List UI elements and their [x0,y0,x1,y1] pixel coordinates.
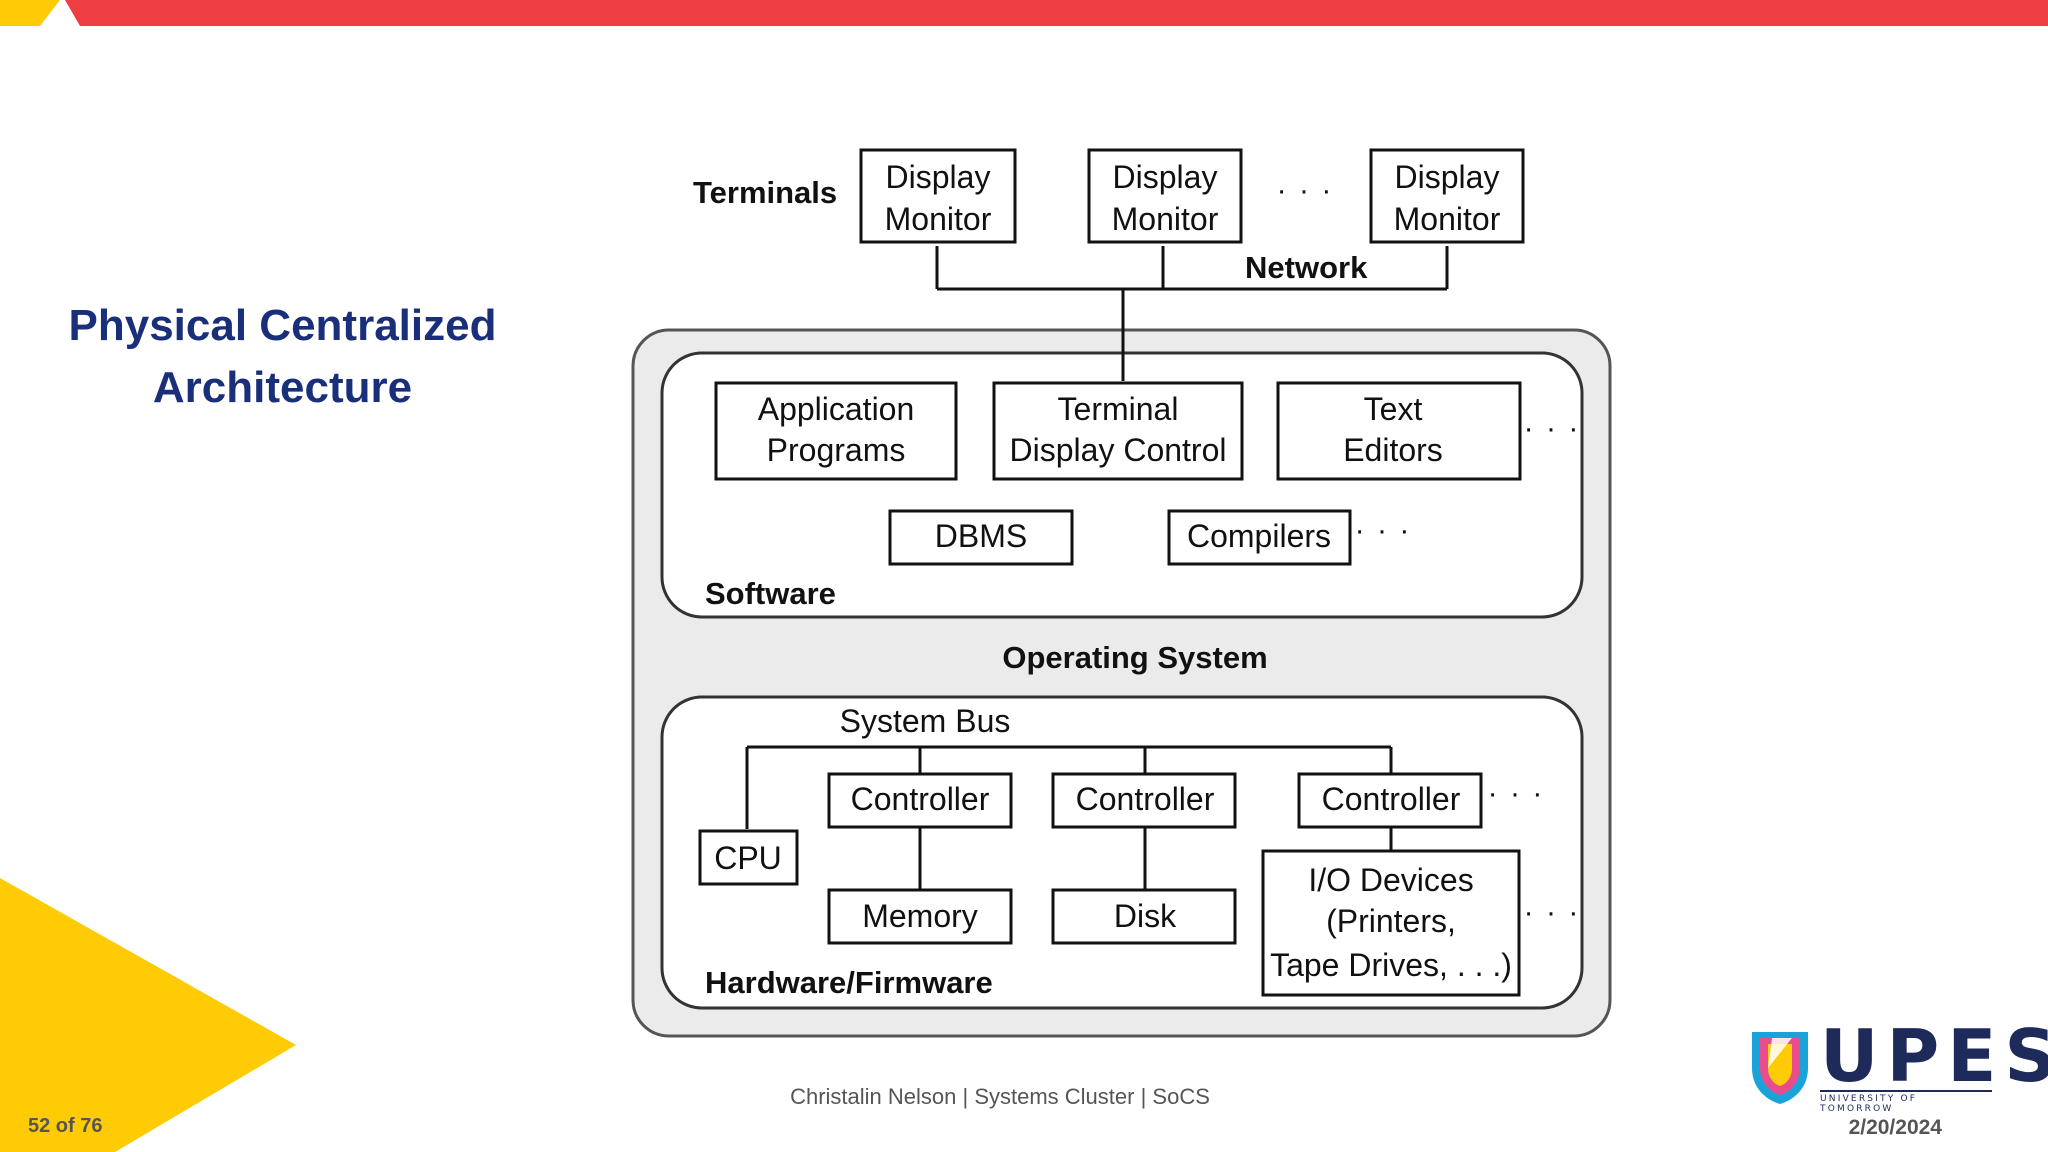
system-bus-lines [745,745,1393,890]
display-monitor-1-line-1: Display [886,159,991,195]
logo-wordmark: UPES [1820,1014,2048,1098]
terminals-label: Terminals [693,175,837,210]
terminal-display-control-line-1: Terminal [1058,391,1179,427]
slide-date: 2/20/2024 [1848,1116,1942,1139]
application-programs-line-1: Application [758,391,915,427]
controller-2-label: Controller [1076,781,1215,817]
software-row2-ellipsis: · · · [1355,514,1412,547]
display-monitor-2: Display Monitor [1087,148,1243,244]
display-monitor-1-line-2: Monitor [885,201,992,237]
terminal-display-control-box: Terminal Display Control [992,381,1244,481]
disk-box: Disk [1051,888,1237,945]
controller-ellipsis: · · · [1488,777,1545,810]
io-devices-line-3: Tape Drives, . . .) [1270,947,1512,983]
terminal-display-control-line-2: Display Control [1010,432,1227,468]
dbms-box: DBMS [888,509,1074,566]
footer-author: Christalin Nelson | Systems Cluster | So… [790,1084,1210,1109]
display-monitor-1: Display Monitor [859,148,1017,244]
application-programs-line-2: Programs [767,432,906,468]
logo-tagline: UNIVERSITY OF TOMORROW [1820,1090,1992,1114]
controller-3-label: Controller [1322,781,1461,817]
page-number: 52 of 76 [28,1115,103,1137]
dbms-label: DBMS [935,518,1027,554]
io-devices-line-2: (Printers, [1326,903,1456,939]
operating-system-label: Operating System [1002,640,1267,675]
cpu-box: CPU [698,829,799,886]
system-bus-label: System Bus [840,703,1011,739]
network-label: Network [1245,250,1368,285]
upes-logo: UPES UNIVERSITY OF TOMORROW [1748,1014,2048,1114]
text-editors-box: Text Editors [1276,381,1522,481]
slide-title-line-2: Architecture [152,363,413,412]
controller-box-2: Controller [1051,772,1237,829]
disk-label: Disk [1114,898,1177,934]
compilers-label: Compilers [1187,518,1331,554]
hardware-firmware-label: Hardware/Firmware [705,965,993,1000]
display-monitor-3-line-1: Display [1395,159,1500,195]
network-lines [935,246,1449,381]
display-monitor-3: Display Monitor [1369,148,1525,244]
slide-title: Physical Centralized Architecture [40,295,525,419]
display-monitor-2-line-1: Display [1113,159,1218,195]
slide-title-line-1: Physical Centralized [68,301,497,350]
compilers-box: Compilers [1167,509,1352,566]
memory-box: Memory [827,888,1013,945]
io-devices-line-1: I/O Devices [1308,862,1473,898]
bottom-left-yellow-triangle [0,878,296,1152]
controller-1-label: Controller [851,781,990,817]
top-red-bar [65,0,2048,26]
text-editors-line-1: Text [1364,391,1423,427]
text-editors-line-2: Editors [1343,432,1443,468]
display-monitor-3-line-2: Monitor [1394,201,1501,237]
io-devices-ellipsis: · · · [1524,896,1581,929]
controller-box-3: Controller [1297,772,1483,829]
cpu-label: CPU [714,840,782,876]
application-programs-box: Application Programs [714,381,958,481]
top-left-yellow-tab [0,0,60,26]
upes-shield-icon [1752,1032,1808,1104]
controller-box-1: Controller [827,772,1013,829]
memory-label: Memory [862,898,978,934]
terminals-ellipsis: · · · [1277,174,1334,207]
software-label: Software [705,576,836,611]
io-devices-box: I/O Devices (Printers, Tape Drives, . . … [1261,849,1521,997]
software-row1-ellipsis: · · · [1524,412,1581,445]
display-monitor-2-line-2: Monitor [1112,201,1219,237]
